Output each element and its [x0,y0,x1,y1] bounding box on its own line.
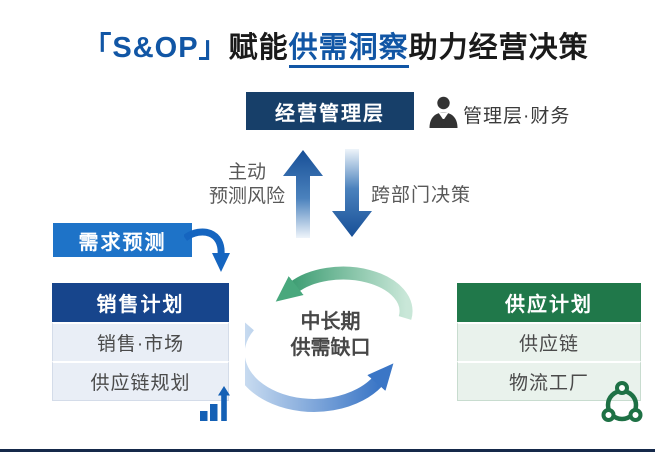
curved-arrow-icon [184,228,230,272]
sales-plan-header: 销售计划 [52,283,229,322]
bottom-divider-bar [0,449,655,452]
management-layer-label: 经营管理层 [275,102,385,125]
supply-plan-header: 供应计划 [457,283,641,322]
down-arrow-label: 跨部门决策 [371,185,472,206]
page-title: 「S&OP」赋能供需洞察助力经营决策 [0,24,671,68]
up-arrow-label-line1: 主动 [227,162,266,183]
title-highlight: 供需洞察 [288,32,409,68]
cycle-arrows-icon [245,266,413,412]
arrow-down-icon [332,149,372,237]
sales-plan-row: 供应链规划 [52,361,229,401]
management-caption: 管理层·财务 [463,106,571,127]
up-arrow-label: 主动 预测风险 [198,161,296,209]
network-hub-icon [601,381,643,422]
management-layer-box: 经营管理层 [246,92,414,130]
arrow-up-icon [283,150,323,238]
businessman-icon [429,96,458,128]
demand-forecast-box: 需求预测 [53,223,192,257]
cycle-label-line2: 供需缺口 [290,337,371,359]
sales-plan-table: 销售计划 销售·市场 供应链规划 [52,283,229,401]
supply-plan-row: 供应链 [457,322,641,361]
cycle-label-line1: 中长期 [300,311,361,333]
up-arrow-label-line2: 预测风险 [208,186,285,207]
sales-plan-row: 销售·市场 [52,322,229,361]
demand-forecast-label: 需求预测 [78,231,167,254]
title-text-after: 助力经营决策 [408,32,589,64]
cycle-label: 中长期 供需缺口 [258,309,403,361]
title-brand: 「S&OP」 [82,32,229,64]
title-text-before: 赋能 [228,32,289,64]
bar-chart-growth-icon [200,386,230,421]
